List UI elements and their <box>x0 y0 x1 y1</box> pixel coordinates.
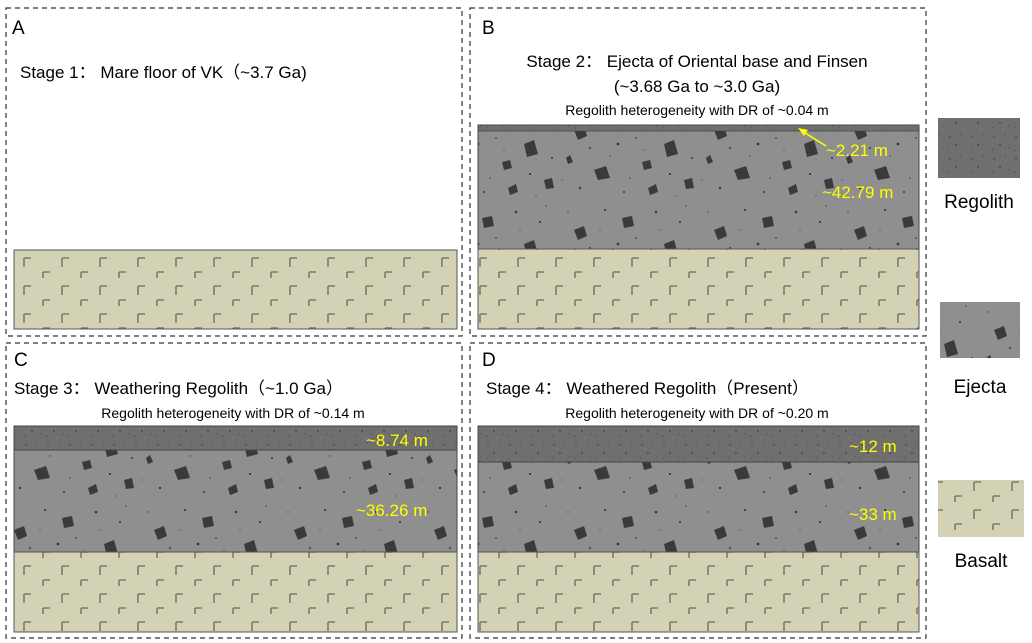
panel-b-ejecta-layer <box>477 124 920 250</box>
panel-c-frame <box>5 342 463 639</box>
panel-c-subtitle: Regolith heterogeneity with DR of ~0.14 … <box>101 405 364 421</box>
panel-d-basalt-layer <box>477 551 920 633</box>
panel-b-frame <box>469 7 927 337</box>
panel-b-regolith-arrow <box>801 130 827 147</box>
panel-a: A Stage 1： Mare floor of VK（~3.7 Ga) <box>5 7 463 337</box>
panel-c-ejecta-label: ~36.26 m <box>356 501 427 520</box>
legend-ejecta-label: Ejecta <box>954 377 1007 398</box>
panel-c-ejecta-layer <box>13 449 458 553</box>
panel-b-regolith-label: ~2.21 m <box>826 141 888 160</box>
panel-c: C Stage 3： Weathering Regolith（~1.0 Ga） … <box>5 342 463 639</box>
panel-b-regolith-arrowhead <box>798 128 808 136</box>
panel-b-subtitle: Regolith heterogeneity with DR of ~0.04 … <box>565 102 828 118</box>
panel-a-basalt-layer <box>13 249 458 330</box>
panel-b-title-line1: Stage 2： Ejecta of Oriental base and Fin… <box>526 52 867 71</box>
legend: Regolith Ejecta Basalt <box>938 118 1024 572</box>
panel-a-letter: A <box>12 18 25 39</box>
legend-basalt-swatch <box>938 480 1024 537</box>
panel-a-title: Stage 1： Mare floor of VK（~3.7 Ga) <box>20 63 307 82</box>
legend-regolith-label: Regolith <box>944 192 1014 213</box>
legend-ejecta-swatch <box>940 302 1020 358</box>
panel-d-frame <box>469 342 927 639</box>
panel-c-basalt-layer <box>13 551 458 633</box>
panel-d: D Stage 4： Weathered Regolith（Present） R… <box>469 342 927 639</box>
legend-regolith-swatch <box>938 118 1020 178</box>
panel-d-regolith-layer <box>477 425 920 463</box>
panel-b-letter: B <box>482 18 495 39</box>
panel-b-basalt-layer <box>477 248 920 330</box>
panel-d-ejecta-layer <box>477 461 920 553</box>
panel-d-letter: D <box>482 350 496 371</box>
panel-b-ejecta-label: ~42.79 m <box>822 183 893 202</box>
panel-b-title-line2: (~3.68 Ga to ~3.0 Ga) <box>614 77 780 96</box>
panel-d-regolith-label: ~12 m <box>849 437 897 456</box>
panel-b-regolith-layer <box>477 124 920 132</box>
panel-c-regolith-label: ~8.74 m <box>366 431 428 450</box>
panel-b: B Stage 2： Ejecta of Oriental base and F… <box>469 7 927 337</box>
panel-d-subtitle: Regolith heterogeneity with DR of ~0.20 … <box>565 405 828 421</box>
panel-d-ejecta-label: ~33 m <box>849 505 897 524</box>
panel-c-title: Stage 3： Weathering Regolith（~1.0 Ga） <box>14 379 343 398</box>
panel-a-frame <box>5 7 463 337</box>
panel-d-title: Stage 4： Weathered Regolith（Present） <box>486 379 809 398</box>
legend-basalt-label: Basalt <box>955 551 1009 572</box>
panel-c-letter: C <box>14 350 28 371</box>
